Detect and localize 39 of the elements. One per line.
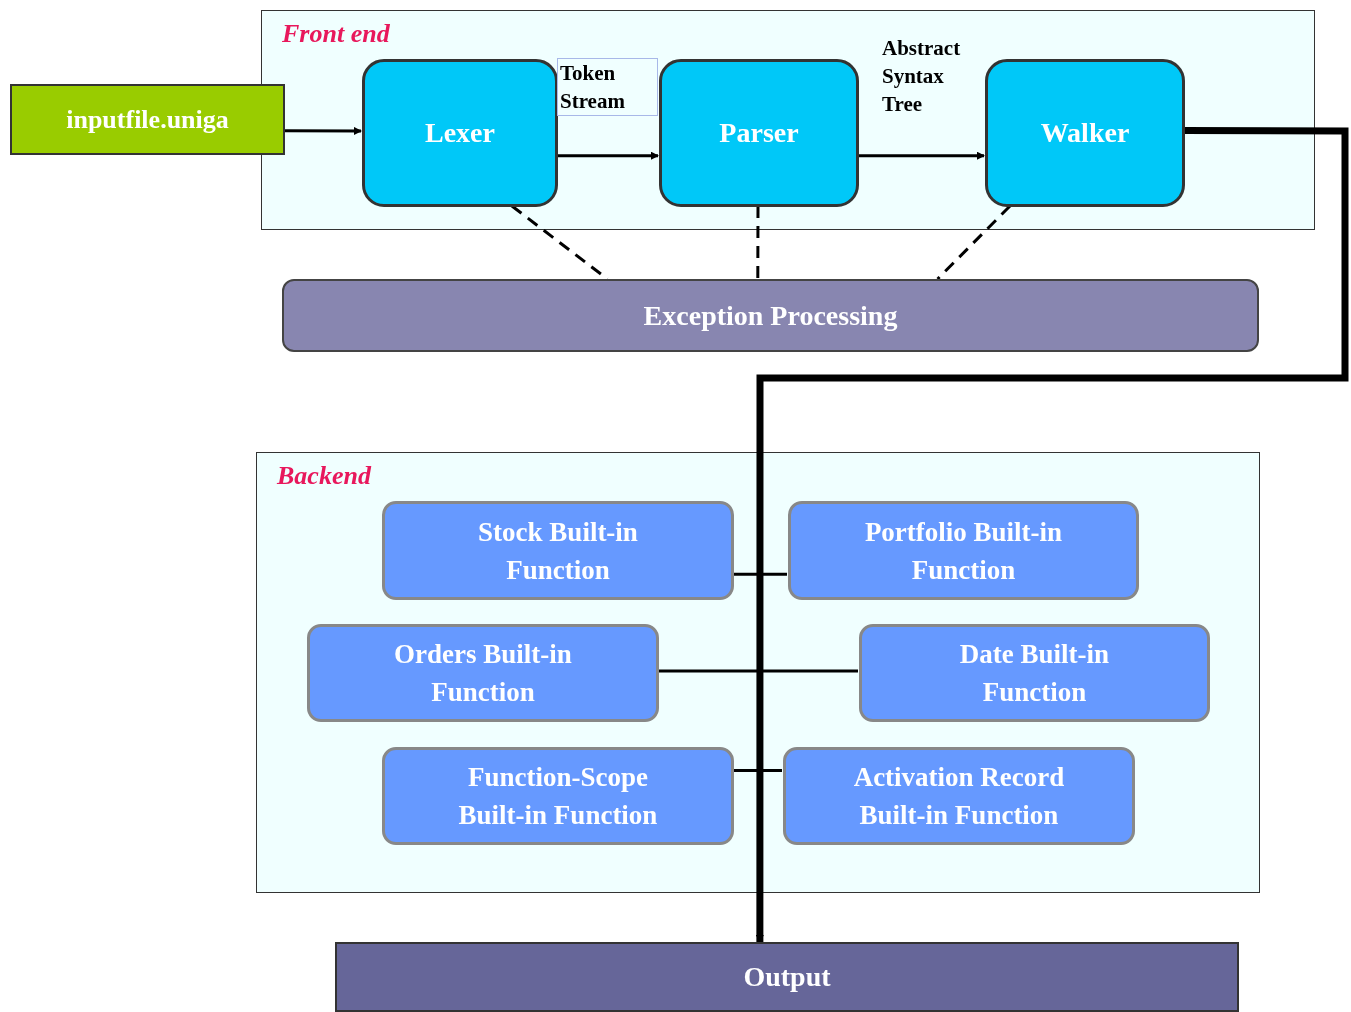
function-box — [382, 501, 734, 600]
node-label: Date Built-in Function — [958, 638, 1111, 709]
arrow — [858, 151, 985, 160]
arrow — [755, 127, 1349, 943]
output-bar — [335, 942, 1239, 1012]
process-box — [985, 59, 1185, 207]
connector-line — [658, 669, 858, 673]
input-file-box — [10, 84, 285, 155]
connector-line — [936, 204, 1012, 281]
node-label: Parser — [718, 116, 800, 150]
connector-line — [733, 769, 782, 772]
panel-title: Backend — [277, 463, 371, 489]
panel — [261, 10, 1315, 230]
panel — [256, 452, 1260, 893]
arrow — [557, 151, 659, 160]
node-label: Output — [742, 960, 832, 994]
node-label: Activation Record Built-in Function — [852, 761, 1066, 832]
function-box — [382, 747, 734, 845]
function-box — [783, 747, 1135, 845]
function-box — [788, 501, 1139, 600]
function-box — [307, 624, 659, 722]
node-label: Walker — [1039, 116, 1131, 150]
exception-bar — [282, 279, 1259, 352]
panel-title: Front end — [282, 21, 390, 47]
node-label: inputfile.uniga — [65, 104, 230, 136]
node-label: Stock Built-in Function — [477, 515, 639, 587]
edge-label: Token Stream — [557, 58, 658, 116]
function-box — [859, 624, 1210, 722]
connector-line — [756, 206, 760, 279]
node-label: Exception Processing — [642, 298, 899, 333]
node-label: Lexer — [424, 116, 496, 150]
node-label: Function-Scope Built-in Function — [457, 761, 659, 832]
arrow — [285, 126, 362, 135]
node-label: Orders Built-in Function — [393, 638, 573, 709]
connector-line — [733, 572, 787, 576]
process-box — [362, 59, 558, 207]
process-box — [659, 59, 859, 207]
edge-label: Abstract Syntax Tree — [882, 35, 962, 118]
node-label: Portfolio Built-in Function — [863, 515, 1064, 587]
